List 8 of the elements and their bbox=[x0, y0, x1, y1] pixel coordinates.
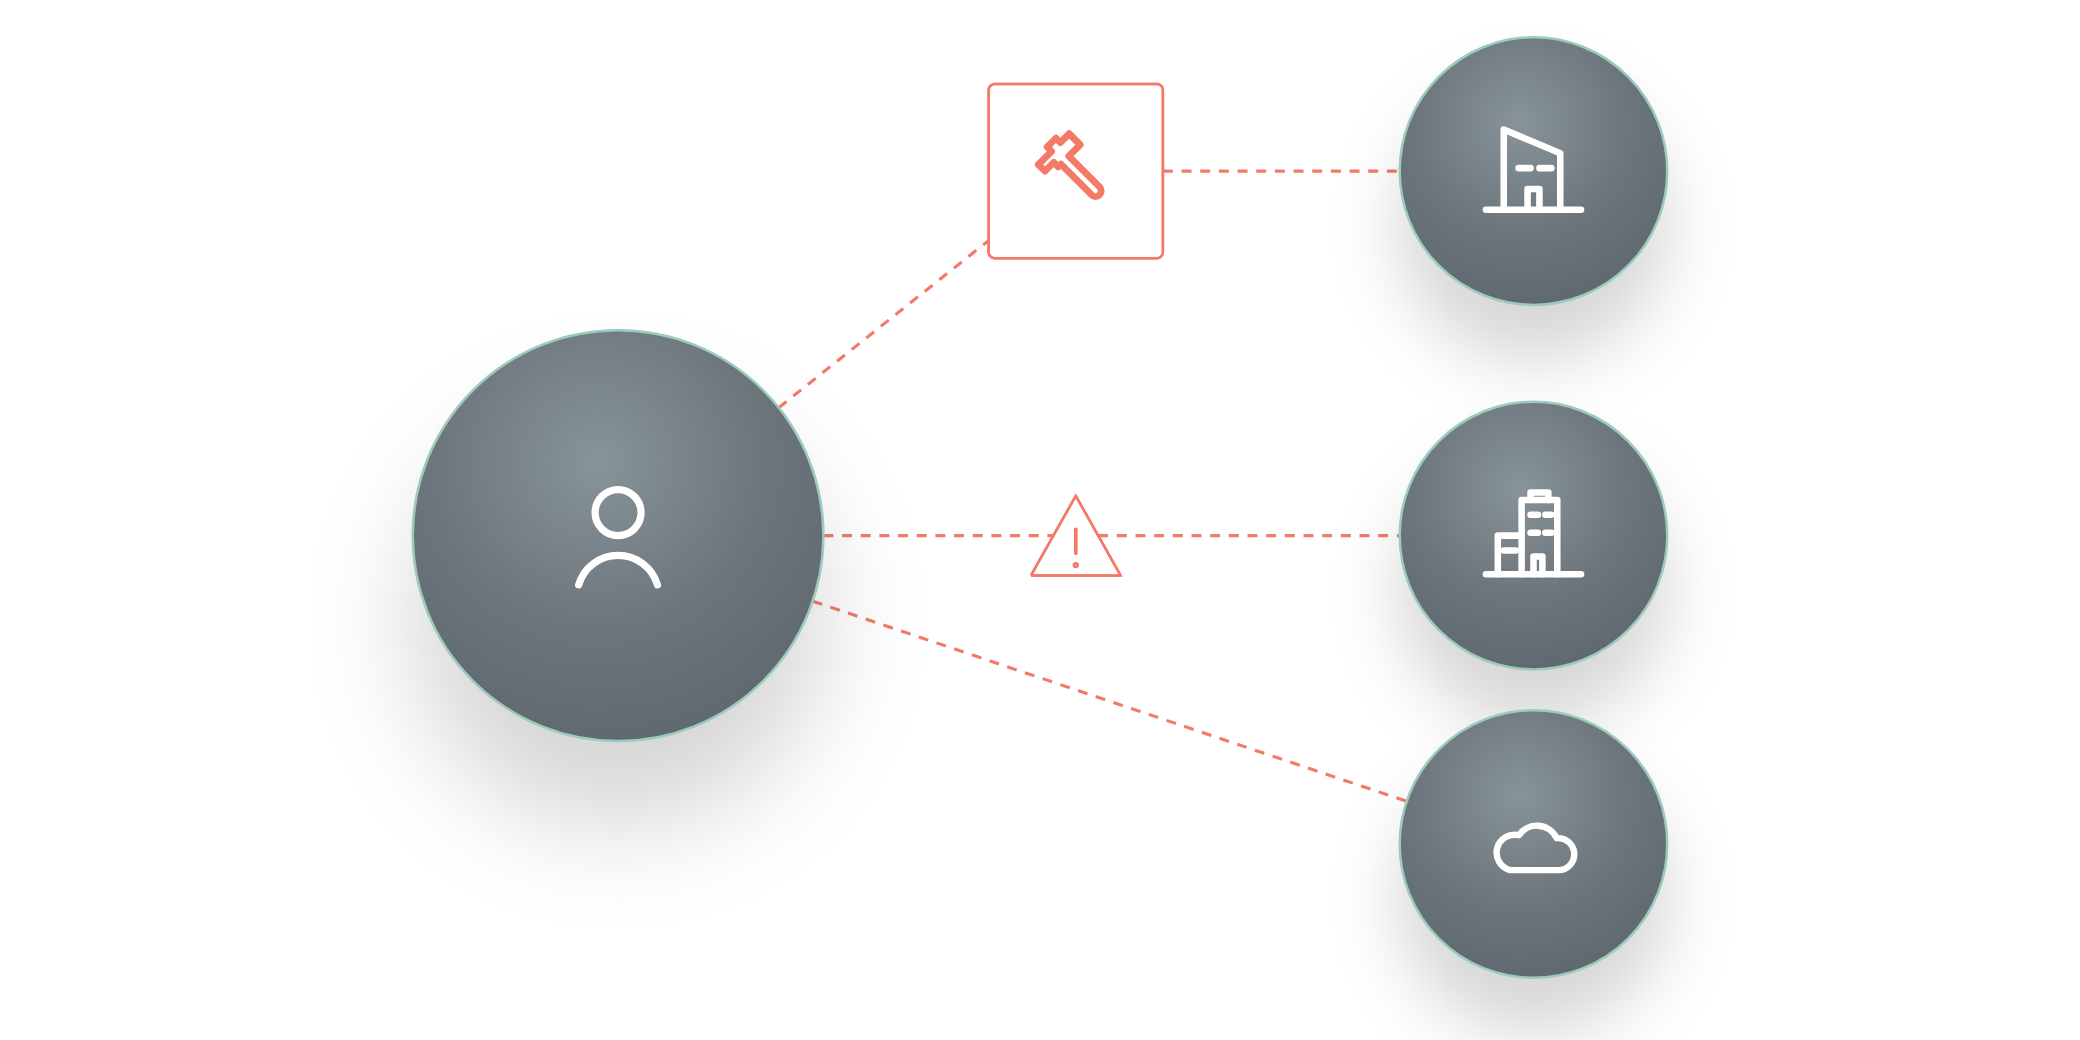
node-circle bbox=[411, 329, 825, 743]
node-circle bbox=[1398, 36, 1669, 307]
connector bbox=[812, 599, 1408, 803]
node-circle bbox=[1398, 400, 1669, 671]
connector bbox=[1098, 534, 1400, 538]
connector bbox=[823, 534, 1054, 538]
node-circle bbox=[1398, 708, 1669, 980]
connector bbox=[1162, 169, 1400, 173]
